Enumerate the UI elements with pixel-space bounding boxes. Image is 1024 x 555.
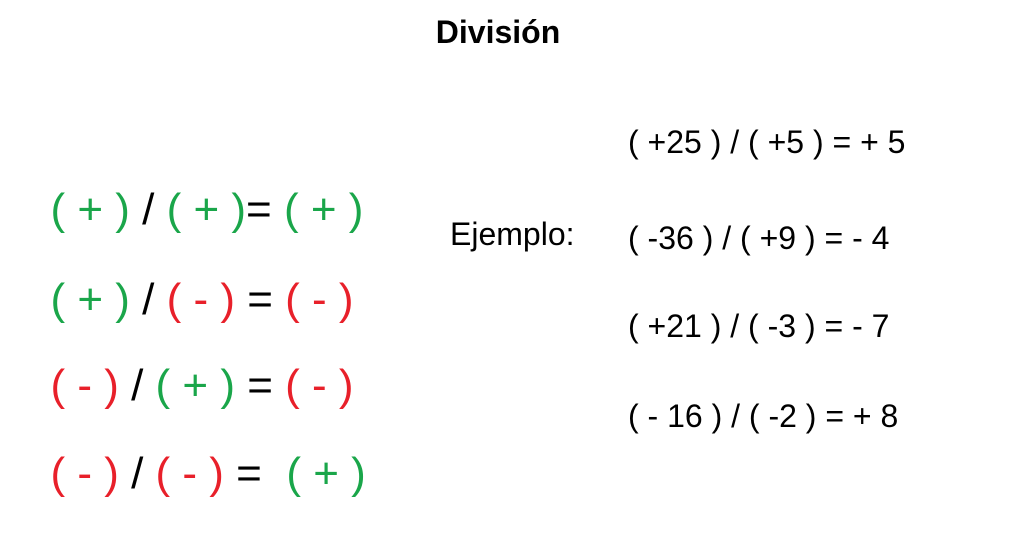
rule-equals: = bbox=[246, 185, 284, 234]
rule-result-sign: ( - ) bbox=[285, 361, 354, 410]
rule-row: ( + ) / ( + )= ( + ) bbox=[26, 114, 363, 234]
rule-result-sign: ( + ) bbox=[286, 449, 366, 498]
rule-right-sign: ( - ) bbox=[155, 449, 224, 498]
rule-left-sign: ( + ) bbox=[50, 185, 130, 234]
example-equation: ( - 16 ) / ( -2 ) = + 8 bbox=[628, 398, 899, 434]
rule-right-sign: ( + ) bbox=[155, 361, 235, 410]
rule-left-sign: ( - ) bbox=[50, 361, 119, 410]
rule-division-operator: / bbox=[118, 449, 156, 498]
rule-equals: = bbox=[235, 275, 286, 324]
rule-row: ( + ) / ( - ) = ( - ) bbox=[26, 204, 353, 324]
rule-row: ( - ) / ( + ) = ( - ) bbox=[26, 290, 353, 410]
rule-division-operator: / bbox=[129, 185, 167, 234]
rule-equals: = bbox=[223, 449, 287, 498]
rule-left-sign: ( - ) bbox=[50, 449, 119, 498]
rule-result-sign: ( - ) bbox=[285, 275, 354, 324]
rule-division-operator: / bbox=[129, 275, 167, 324]
example-label: Ejemplo: bbox=[450, 216, 575, 252]
rule-right-sign: ( - ) bbox=[166, 275, 235, 324]
rule-equals: = bbox=[235, 361, 286, 410]
rule-row: ( - ) / ( - ) = ( + ) bbox=[26, 378, 365, 498]
rule-left-sign: ( + ) bbox=[50, 275, 130, 324]
example-equation: ( +25 ) / ( +5 ) = + 5 bbox=[628, 124, 906, 160]
rule-result-sign: ( + ) bbox=[283, 185, 364, 234]
example-equation: ( -36 ) / ( +9 ) = - 4 bbox=[628, 220, 890, 256]
page-title: División bbox=[435, 14, 561, 50]
rule-division-operator: / bbox=[118, 361, 156, 410]
rule-right-sign: ( + ) bbox=[166, 185, 247, 234]
example-equation: ( +21 ) / ( -3 ) = - 7 bbox=[628, 308, 890, 344]
